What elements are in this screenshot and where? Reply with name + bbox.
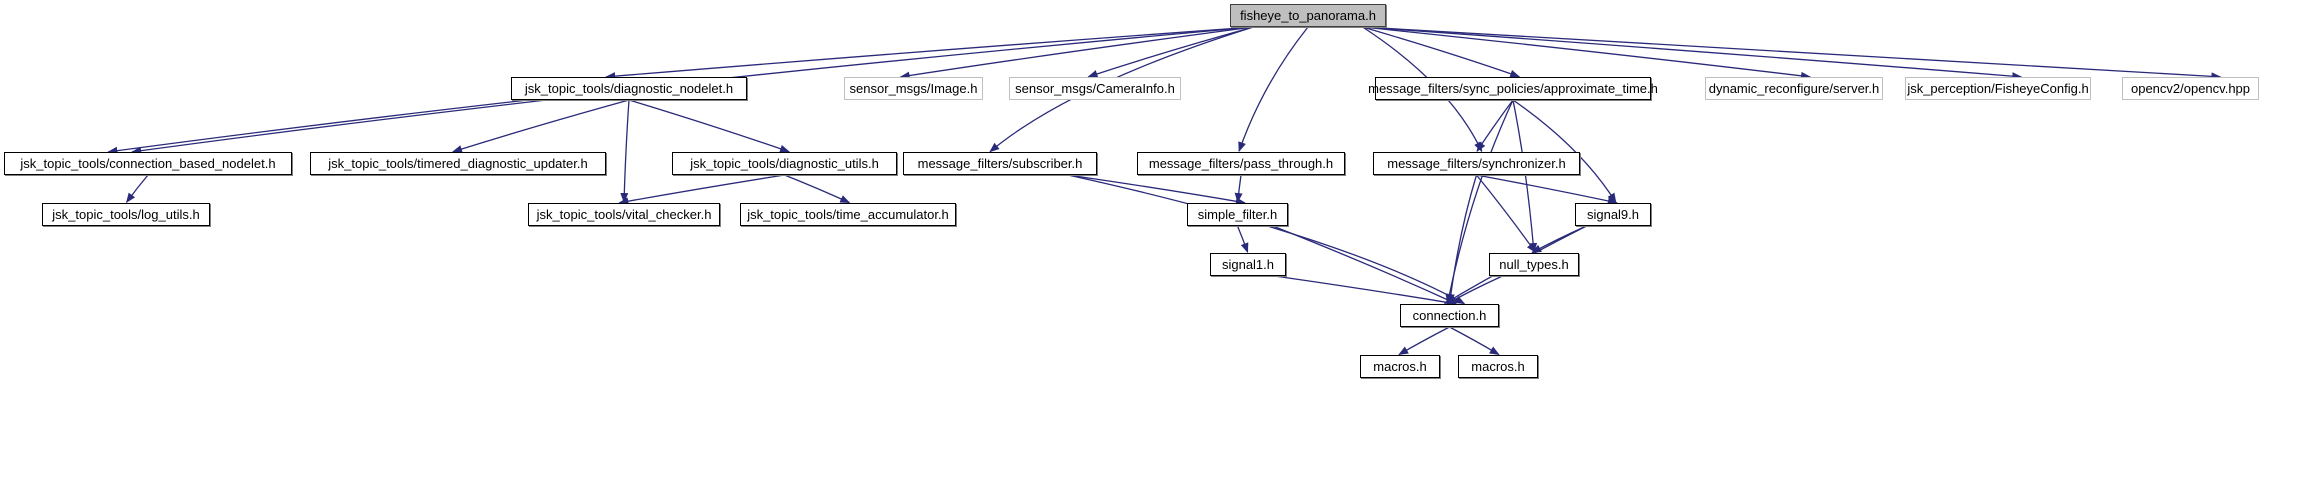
graph-node-label: jsk_topic_tools/log_utils.h (52, 207, 200, 222)
graph-node-diagnostic_nodelet[interactable]: jsk_topic_tools/diagnostic_nodelet.h (511, 77, 747, 100)
graph-node-root[interactable]: fisheye_to_panorama.h (1230, 4, 1386, 27)
graph-node-time_accumulator[interactable]: jsk_topic_tools/time_accumulator.h (740, 203, 956, 226)
graph-node-label: jsk_topic_tools/diagnostic_utils.h (690, 156, 879, 171)
graph-node-label: message_filters/sync_policies/approximat… (1368, 81, 1658, 96)
graph-node-label: jsk_topic_tools/time_accumulator.h (747, 207, 949, 222)
graph-node-simple_filter[interactable]: simple_filter.h (1187, 203, 1288, 226)
graph-node-label: null_types.h (1499, 257, 1569, 272)
graph-node-label: jsk_perception/FisheyeConfig.h (1907, 81, 2089, 96)
graph-node-mf_synchronizer[interactable]: message_filters/synchronizer.h (1373, 152, 1580, 175)
graph-edge-mf_synchronizer-to-signal9 (1476, 174, 1618, 205)
graph-edge-signal1-to-connection (1274, 275, 1457, 307)
graph-edge-diagnostic_nodelet-to-vital_checker (620, 99, 630, 203)
graph-edge-connection-to-macros_right (1449, 326, 1500, 356)
graph-edge-diagnostic_nodelet-to-diagnostic_utils (628, 99, 790, 153)
graph-node-label: signal1.h (1221, 257, 1275, 272)
graph-node-connection[interactable]: connection.h (1400, 304, 1499, 327)
graph-node-label: simple_filter.h (1197, 207, 1278, 222)
graph-node-camerainfo[interactable]: sensor_msgs/CameraInfo.h (1009, 77, 1181, 100)
graph-node-null_types[interactable]: null_types.h (1489, 253, 1579, 276)
graph-edge-mf_subscriber-to-connection (1067, 174, 1466, 305)
graph-edge-root-to-approximate_time (1362, 26, 1521, 78)
graph-node-image[interactable]: sensor_msgs/Image.h (844, 77, 983, 100)
graph-edge-mf_pass_through-to-simple_filter (1234, 174, 1243, 203)
graph-edge-approximate_time-to-null_types (1512, 99, 1538, 253)
graph-edge-approximate_time-to-signal9 (1512, 99, 1617, 204)
graph-node-vital_checker[interactable]: jsk_topic_tools/vital_checker.h (528, 203, 720, 226)
graph-node-fisheyeconfig[interactable]: jsk_perception/FisheyeConfig.h (1905, 77, 2091, 100)
graph-node-label: connection.h (1412, 308, 1487, 323)
graph-node-label: jsk_topic_tools/vital_checker.h (536, 207, 712, 222)
graph-edge-connection_based-to-log_utils (126, 174, 149, 204)
graph-edge-root-to-dynamic_reconfigure (1362, 26, 1811, 80)
graph-node-mf_subscriber[interactable]: message_filters/subscriber.h (903, 152, 1097, 175)
graph-node-signal1[interactable]: signal1.h (1210, 253, 1286, 276)
graph-node-label: dynamic_reconfigure/server.h (1708, 81, 1880, 96)
graph-edge-approximate_time-to-mf_synchronizer (1476, 99, 1514, 153)
graph-node-label: macros.h (1471, 359, 1525, 374)
graph-node-macros_left[interactable]: macros.h (1360, 355, 1440, 378)
graph-node-label: jsk_topic_tools/connection_based_nodelet… (20, 156, 276, 171)
graph-node-label: jsk_topic_tools/diagnostic_nodelet.h (524, 81, 734, 96)
graph-node-label: message_filters/pass_through.h (1148, 156, 1334, 171)
graph-edge-mf_subscriber-to-simple_filter (1067, 174, 1246, 206)
graph-node-label: message_filters/subscriber.h (917, 156, 1083, 171)
graph-node-log_utils[interactable]: jsk_topic_tools/log_utils.h (42, 203, 210, 226)
graph-edge-diagnostic_nodelet-to-connection_based (131, 99, 547, 155)
graph-edge-root-to-image (899, 26, 1254, 80)
graph-node-label: sensor_msgs/Image.h (849, 81, 978, 96)
graph-node-label: message_filters/synchronizer.h (1387, 156, 1566, 171)
graph-node-opencv[interactable]: opencv2/opencv.hpp (2122, 77, 2259, 100)
graph-node-diagnostic_utils[interactable]: jsk_topic_tools/diagnostic_utils.h (672, 152, 897, 175)
graph-edge-diagnostic_utils-to-time_accumulator (784, 174, 851, 204)
graph-edge-simple_filter-to-connection (1272, 225, 1457, 305)
graph-edge-null_types-to-connection (1446, 275, 1503, 305)
graph-node-approximate_time[interactable]: message_filters/sync_policies/approximat… (1368, 77, 1658, 100)
graph-node-dynamic_reconfigure[interactable]: dynamic_reconfigure/server.h (1705, 77, 1883, 100)
graph-node-label: signal9.h (1586, 207, 1640, 222)
graph-edge-root-to-fisheyeconfig (1362, 26, 2023, 81)
graph-edge-root-to-diagnostic_nodelet (605, 26, 1254, 81)
graph-edge-connection-to-macros_left (1398, 326, 1450, 356)
graph-node-connection_based[interactable]: jsk_topic_tools/connection_based_nodelet… (4, 152, 292, 175)
graph-node-macros_right[interactable]: macros.h (1458, 355, 1538, 378)
graph-edge-mf_synchronizer-to-connection (1446, 174, 1478, 304)
graph-edge-root-to-mf_pass_through (1238, 26, 1309, 153)
graph-node-label: opencv2/opencv.hpp (2130, 81, 2251, 96)
graph-edge-root-to-opencv (1362, 26, 2222, 81)
graph-node-label: sensor_msgs/CameraInfo.h (1015, 81, 1175, 96)
graph-edge-diagnostic_nodelet-to-timered_updater (452, 99, 630, 153)
graph-node-timered_updater[interactable]: jsk_topic_tools/timered_diagnostic_updat… (310, 152, 606, 175)
graph-edge-simple_filter-to-signal1 (1236, 225, 1249, 254)
graph-edge-diagnostic_utils-to-vital_checker (618, 174, 785, 206)
graph-node-label: macros.h (1373, 359, 1427, 374)
graph-node-mf_pass_through[interactable]: message_filters/pass_through.h (1137, 152, 1345, 175)
graph-node-label: fisheye_to_panorama.h (1240, 8, 1376, 23)
graph-node-signal9[interactable]: signal9.h (1575, 203, 1651, 226)
graph-edge-root-to-camerainfo (1087, 26, 1254, 78)
graph-edge-approximate_time-to-connection (1445, 99, 1514, 304)
graph-node-label: jsk_topic_tools/timered_diagnostic_updat… (328, 156, 588, 171)
